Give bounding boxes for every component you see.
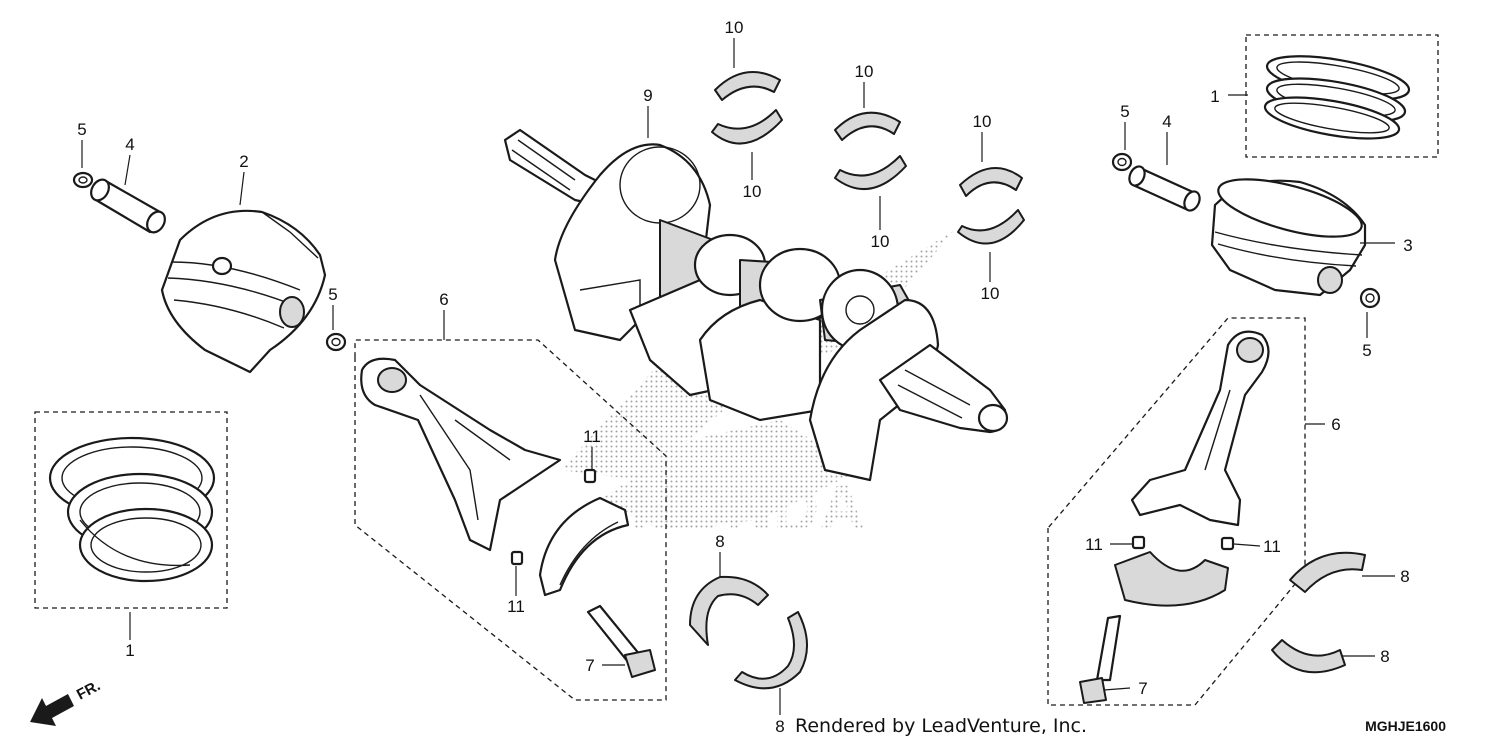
- connecting-rod-right-group: [1047, 317, 1306, 706]
- main-bearing-1-upper[interactable]: [714, 71, 781, 101]
- callout-bearing-mid-bottom: 8: [775, 717, 784, 736]
- callout-piston-right: 3: [1403, 236, 1412, 255]
- connecting-rod-cap-left[interactable]: [538, 496, 630, 597]
- credit-text: Rendered by LeadVenture, Inc.: [795, 715, 1087, 737]
- dowel-pin-left-top[interactable]: [583, 468, 597, 484]
- piston-right[interactable]: [1210, 168, 1367, 297]
- piston-left[interactable]: [160, 209, 327, 374]
- callout-dowel-left-bottom: 11: [507, 597, 525, 616]
- callout-pin-right: 4: [1162, 112, 1171, 131]
- callout-dowel-right-b: 11: [1263, 537, 1281, 556]
- diagram-code: MGHJE1600: [1365, 718, 1446, 734]
- dowel-pin-right-a[interactable]: [1131, 535, 1146, 550]
- rod-bolt-left[interactable]: [586, 604, 656, 678]
- callout-clip-left-mid: 5: [328, 285, 337, 304]
- front-direction-arrow: FR.: [30, 677, 103, 726]
- piston-pin-clip-right-bottom[interactable]: [1359, 287, 1381, 309]
- callout-piston-left: 2: [239, 152, 248, 171]
- callout-ring-set-right: 1: [1210, 87, 1219, 106]
- fr-arrow-icon: [30, 694, 74, 726]
- connecting-rod-left-group: [354, 339, 667, 701]
- callout-main-3-bottom: 10: [981, 284, 1000, 303]
- piston-pin-left[interactable]: [88, 176, 169, 235]
- callout-dowel-left-top: 11: [583, 427, 601, 446]
- dowel-pin-left-bottom[interactable]: [510, 550, 524, 566]
- rod-bearing-right-upper[interactable]: [1289, 551, 1366, 593]
- main-bearing-2-lower[interactable]: [834, 155, 907, 191]
- piston-ring-set-left[interactable]: [34, 411, 228, 609]
- callout-main-1-bottom: 10: [743, 182, 762, 201]
- callout-clip-left-top: 5: [77, 120, 86, 139]
- callout-ring-set-left: 1: [125, 641, 134, 660]
- callout-main-3-top: 10: [973, 112, 992, 131]
- callout-crankshaft: 9: [643, 86, 652, 105]
- connecting-rod-right[interactable]: [1130, 330, 1270, 527]
- piston-pin-right[interactable]: [1126, 164, 1202, 213]
- callout-clip-right-top: 5: [1120, 102, 1129, 121]
- crankshaft[interactable]: [503, 128, 1009, 482]
- callout-rod-right: 6: [1331, 415, 1340, 434]
- connecting-rod-left[interactable]: [360, 357, 562, 552]
- callout-bearing-mid-top: 8: [715, 532, 724, 551]
- rod-bearing-right-lower[interactable]: [1271, 639, 1346, 674]
- callout-clip-right-bottom: 5: [1362, 341, 1371, 360]
- piston-pin-clip-left-top[interactable]: [72, 171, 94, 189]
- rod-bearing-mid-upper[interactable]: [689, 575, 769, 646]
- piston-pin-clip-left-mid[interactable]: [325, 332, 347, 352]
- main-bearing-3-upper[interactable]: [959, 167, 1023, 197]
- callout-bearing-right-bottom: 8: [1380, 647, 1389, 666]
- callout-bolt-left: 7: [585, 656, 594, 675]
- callout-dowel-right-a: 11: [1085, 535, 1103, 554]
- leader-lines: [81, 38, 1395, 715]
- callout-main-1-top: 10: [725, 18, 744, 37]
- callout-numbers: 1 1 2 3 4 4 5 5 5 5 6 6 7 7 8 8 8 8 9 10…: [77, 18, 1412, 736]
- callout-bearing-right-top: 8: [1400, 567, 1409, 586]
- callout-main-2-bottom: 10: [871, 232, 890, 251]
- main-bearing-1-lower[interactable]: [711, 109, 783, 145]
- connecting-rod-cap-right[interactable]: [1114, 551, 1229, 607]
- dowel-pin-right-b[interactable]: [1220, 536, 1235, 551]
- front-label: FR.: [74, 677, 103, 703]
- piston-pin-clip-right-top[interactable]: [1111, 152, 1133, 172]
- main-bearing-3-lower[interactable]: [957, 209, 1025, 245]
- rod-bearing-mid-lower[interactable]: [734, 611, 809, 690]
- callout-bolt-right: 7: [1138, 679, 1147, 698]
- watermark-brand: HONDA: [631, 472, 866, 544]
- callout-main-2-top: 10: [855, 62, 874, 81]
- rod-bolt-right[interactable]: [1079, 614, 1122, 704]
- main-bearing-2-upper[interactable]: [834, 111, 901, 141]
- piston-ring-set-right[interactable]: [1245, 34, 1439, 158]
- callout-pin-left: 4: [125, 135, 134, 154]
- callout-rod-left: 6: [439, 290, 448, 309]
